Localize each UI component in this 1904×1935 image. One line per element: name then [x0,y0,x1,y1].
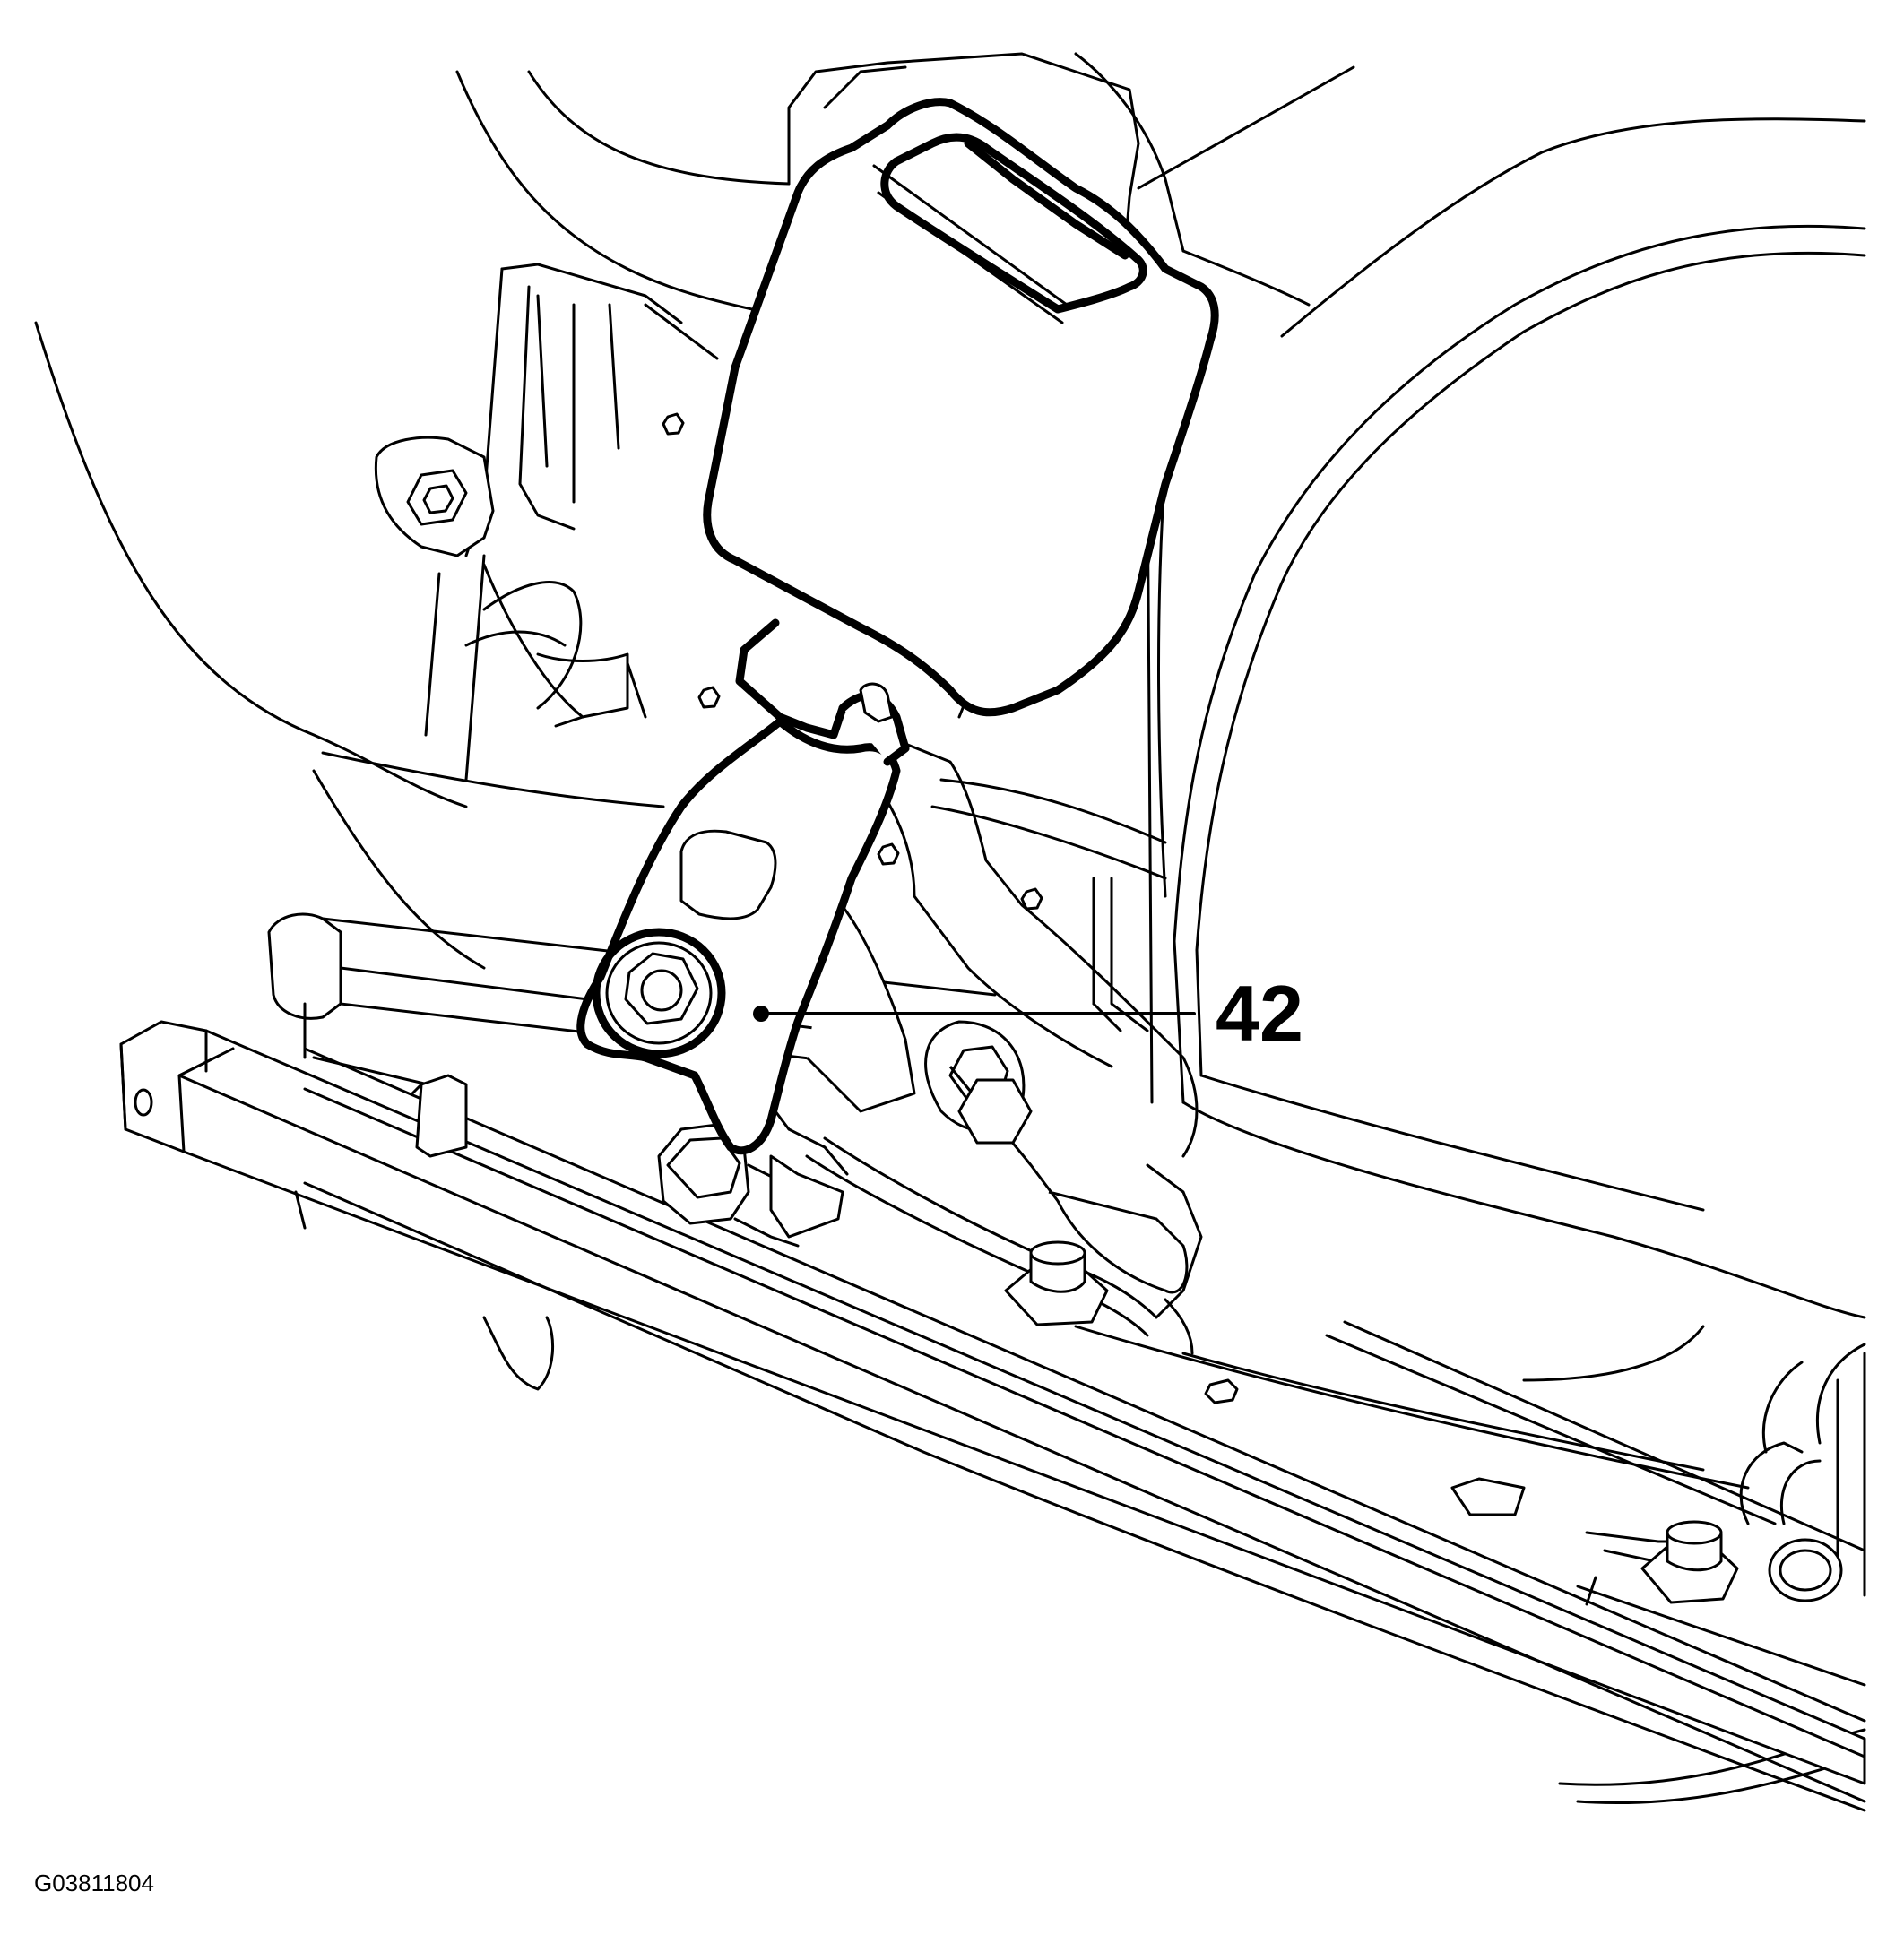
figure-id: G03811804 [34,1870,154,1896]
callout-42: 42 [753,969,1303,1058]
seat-track-rail [119,912,1866,1812]
callout-42-label: 42 [1216,969,1303,1058]
rail-nuts [1004,1240,1739,1604]
seat-belt-buckle [576,98,1219,1155]
buckle-anchor-assembly [657,894,1189,1294]
